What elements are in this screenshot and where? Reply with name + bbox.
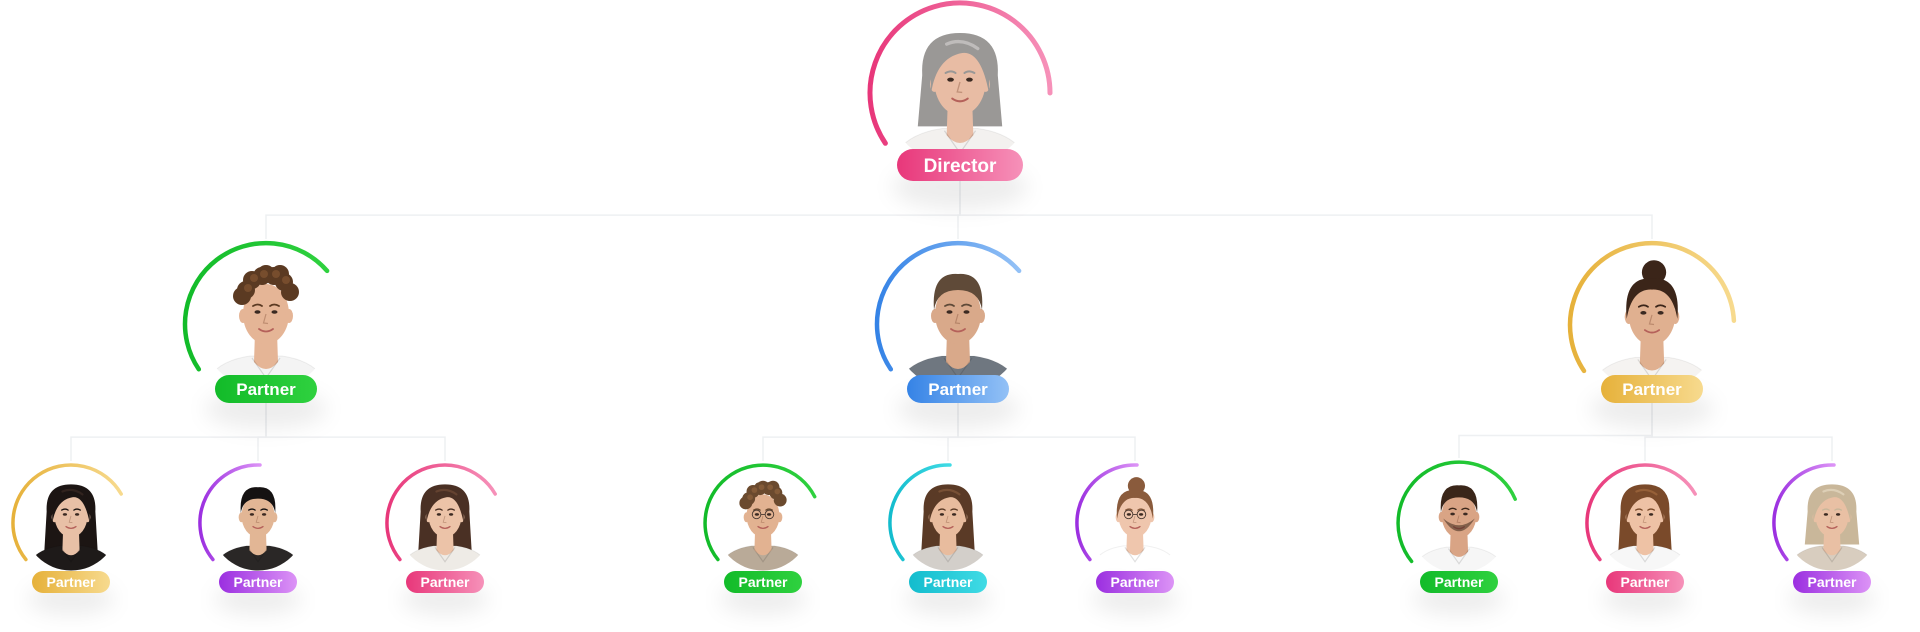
avatar-portrait: [1089, 477, 1181, 571]
role-label: Partner: [928, 380, 988, 399]
avatar: [25, 484, 117, 571]
role-label: Partner: [420, 574, 470, 590]
role-badge[interactable]: Partner: [32, 571, 110, 593]
avatar: [1411, 485, 1507, 574]
avatar-portrait: [890, 33, 1030, 155]
role-badge[interactable]: Partner: [724, 571, 802, 593]
avatar: [902, 484, 994, 571]
partner-node[interactable]: Partner: [1075, 463, 1181, 615]
role-badge[interactable]: Partner: [406, 571, 484, 593]
avatar: [1786, 484, 1878, 571]
partner-node[interactable]: Partner: [385, 463, 497, 615]
role-label: Partner: [236, 380, 296, 399]
progress-arc: [1772, 463, 1836, 562]
role-badge[interactable]: Partner: [215, 375, 317, 403]
progress-arc: [867, 0, 1053, 146]
avatar: [212, 487, 304, 571]
role-badge[interactable]: Partner: [1793, 571, 1871, 593]
avatar: [1588, 260, 1716, 381]
progress-arc: [11, 463, 123, 562]
director-node[interactable]: Director: [867, 0, 1053, 210]
avatar: [890, 33, 1030, 155]
partner-node[interactable]: Partner: [874, 240, 1022, 429]
role-badge[interactable]: Partner: [907, 375, 1009, 403]
partner-node[interactable]: Partner: [1585, 463, 1697, 615]
connector-line: [265, 181, 961, 239]
avatar-portrait: [902, 484, 994, 571]
partner-node[interactable]: Partner: [1567, 240, 1737, 429]
partner-node[interactable]: Partner: [1396, 460, 1517, 615]
progress-arc: [1396, 460, 1517, 564]
progress-arc: [1567, 240, 1737, 374]
role-badge[interactable]: Partner: [1606, 571, 1684, 593]
partner-node[interactable]: Partner: [888, 463, 994, 615]
avatar: [717, 480, 809, 571]
progress-arc: [385, 463, 497, 562]
role-label: Partner: [1434, 574, 1484, 590]
role-label: Partner: [46, 574, 96, 590]
progress-arc: [182, 240, 330, 372]
role-label: Director: [924, 156, 997, 177]
partner-node[interactable]: Partner: [198, 463, 304, 615]
progress-arc: [874, 240, 1022, 372]
role-badge[interactable]: Partner: [1096, 571, 1174, 593]
partner-node[interactable]: Partner: [703, 463, 817, 615]
avatar-portrait: [25, 484, 117, 571]
progress-arc: [1585, 463, 1697, 562]
avatar: [399, 484, 491, 571]
role-label: Partner: [1807, 574, 1857, 590]
avatar-portrait: [1411, 485, 1507, 574]
role-label: Partner: [233, 574, 283, 590]
progress-arc: [1075, 463, 1139, 562]
avatar: [1599, 484, 1691, 571]
progress-arc: [703, 463, 817, 562]
avatar-portrait: [1588, 260, 1716, 381]
avatar: [1089, 477, 1181, 571]
avatar-portrait: [399, 484, 491, 571]
role-badge[interactable]: Director: [897, 149, 1023, 181]
role-badge[interactable]: Partner: [909, 571, 987, 593]
avatar-portrait: [1599, 484, 1691, 571]
role-label: Partner: [738, 574, 788, 590]
connector-line: [959, 181, 1653, 239]
role-label: Partner: [1110, 574, 1160, 590]
partner-node[interactable]: Partner: [11, 463, 123, 615]
progress-arc: [198, 463, 262, 562]
partner-node[interactable]: Partner: [1772, 463, 1878, 615]
role-label: Partner: [1622, 380, 1682, 399]
avatar-portrait: [717, 480, 809, 571]
role-badge[interactable]: Partner: [219, 571, 297, 593]
role-badge[interactable]: Partner: [1420, 571, 1498, 593]
progress-arc: [888, 463, 952, 562]
role-label: Partner: [1620, 574, 1670, 590]
avatar-portrait: [1786, 484, 1878, 571]
role-badge[interactable]: Partner: [1601, 375, 1703, 403]
role-label: Partner: [923, 574, 973, 590]
partner-node[interactable]: Partner: [182, 240, 330, 429]
avatar-portrait: [212, 487, 304, 571]
